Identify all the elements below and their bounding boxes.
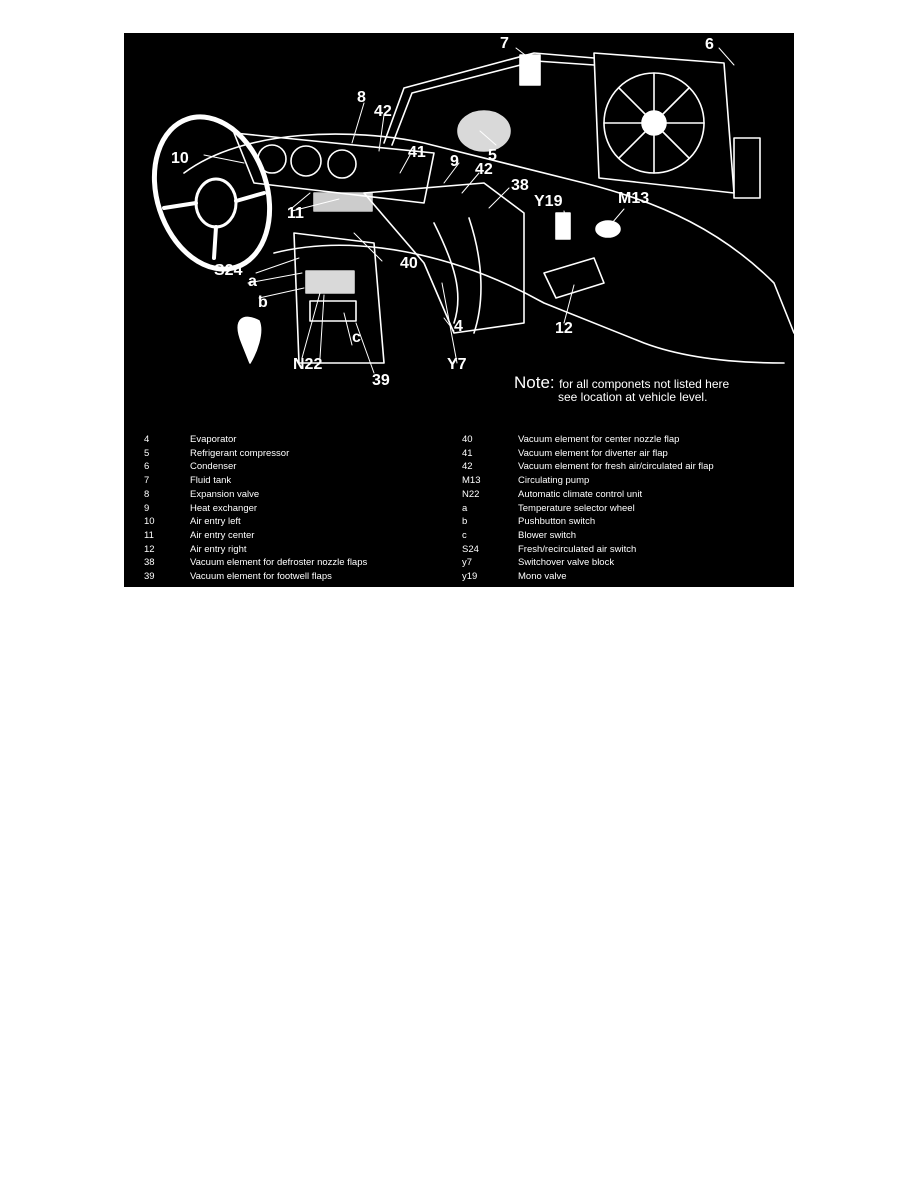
legend-description: Vacuum element for diverter air flap — [518, 447, 668, 459]
heater-box — [363, 182, 525, 334]
legend-description: Vacuum element for footwell flaps — [190, 571, 332, 582]
legend-code: 41 — [462, 447, 473, 459]
climate-control-panel — [305, 270, 355, 294]
legend-code: 39 — [144, 571, 155, 582]
callout-38: 38 — [511, 177, 529, 194]
mono-valve — [555, 212, 571, 240]
dashboard-illustration — [151, 47, 794, 374]
callout-8: 8 — [357, 89, 366, 106]
legend-description: Air entry center — [190, 529, 255, 541]
legend-description: Vacuum element for center nozzle flap — [518, 434, 680, 445]
callout-s24: S24 — [214, 262, 243, 279]
legend-description: Air entry right — [190, 543, 247, 555]
note-label: Note: — [514, 373, 555, 392]
legend-code: 10 — [144, 516, 155, 528]
legend-description: Mono valve — [518, 571, 567, 582]
legend-code: N22 — [462, 488, 480, 500]
note-line-1: for all componets not listed here — [559, 377, 730, 391]
gauge-center — [290, 145, 322, 177]
air-outlet-right — [543, 257, 605, 299]
callout-a: a — [248, 273, 257, 290]
legend-description: Heat exchanger — [190, 502, 258, 514]
legend-description: Refrigerant compressor — [190, 447, 290, 459]
legend-description: Vacuum element for defroster nozzle flap… — [190, 557, 368, 569]
legend-code: 40 — [462, 434, 473, 445]
legend-code: b — [462, 516, 468, 528]
callout-c: c — [352, 329, 361, 346]
gauge-right — [327, 149, 357, 179]
legend-description: Fluid tank — [190, 475, 232, 487]
legend-description: Automatic climate control unit — [518, 488, 643, 500]
legend-description: Vacuum element for fresh air/circulated … — [518, 461, 714, 473]
steering-wheel — [151, 114, 273, 272]
legend-description: Blower switch — [518, 529, 577, 541]
legend-description: Fresh/recirculated air switch — [518, 543, 637, 555]
legend-code: 6 — [144, 461, 150, 473]
callout-42-top: 42 — [374, 103, 392, 120]
legend-code: 8 — [144, 488, 150, 500]
callout-6: 6 — [705, 36, 714, 53]
callout-y7: Y7 — [447, 356, 467, 373]
steering-hub — [194, 177, 238, 229]
center-console — [293, 232, 385, 364]
legend-code: 7 — [144, 475, 150, 487]
dashboard-outline — [183, 133, 794, 334]
callout-n22: N22 — [293, 356, 323, 373]
callout-42-right: 42 — [475, 161, 493, 178]
legend-code: 4 — [144, 434, 150, 445]
fluid-tank — [519, 54, 541, 86]
legend-code: 11 — [144, 529, 154, 541]
legend-description: Temperature selector wheel — [518, 502, 635, 514]
callout-9: 9 — [450, 153, 459, 170]
callout-y19: Y19 — [534, 193, 563, 210]
legend-description: Evaporator — [190, 434, 237, 445]
legend-code: a — [462, 502, 468, 514]
radio-panel — [309, 300, 357, 322]
callout-7: 7 — [500, 35, 509, 52]
fan-blades — [603, 72, 705, 174]
note-line-2: see location at vehicle level. — [558, 390, 708, 404]
legend-description: Air entry left — [190, 516, 241, 528]
instrument-cluster — [233, 132, 435, 204]
callout-10: 10 — [171, 150, 189, 167]
legend-description: Circulating pump — [518, 475, 590, 487]
legend-code: 38 — [144, 557, 155, 569]
callout-40: 40 — [400, 255, 418, 272]
callout-11: 11 — [287, 205, 304, 222]
gear-lever — [237, 316, 262, 364]
refrigerant-lines — [383, 52, 595, 146]
compressor — [457, 110, 511, 152]
legend-description: Expansion valve — [190, 488, 260, 500]
note-box: Note: for all componets not listed here … — [514, 373, 730, 404]
legend-code: y7 — [462, 557, 473, 569]
callout-m13: M13 — [618, 190, 650, 207]
leader-lines — [203, 47, 735, 374]
callout-5: 5 — [488, 147, 497, 164]
coolant-reservoir — [733, 137, 761, 199]
legend-description: Condenser — [190, 461, 237, 473]
component-location-figure: 7 6 8 42 10 41 5 9 42 38 11 Y19 M13 S24 … — [124, 33, 794, 587]
legend-code: c — [462, 529, 467, 541]
circulating-pump — [595, 220, 621, 238]
legend-code: y19 — [462, 571, 478, 582]
legend-description: Pushbutton switch — [518, 516, 596, 528]
callout-b: b — [258, 294, 268, 311]
callout-39: 39 — [372, 372, 390, 389]
callout-12: 12 — [555, 320, 573, 337]
evaporator-ducts — [433, 217, 482, 334]
legend-code: 12 — [144, 543, 155, 555]
steering-spokes — [162, 191, 266, 260]
callout-41: 41 — [408, 144, 426, 161]
dashboard-lower-edge — [273, 244, 785, 364]
legend-code: S24 — [462, 543, 479, 555]
callout-4: 4 — [454, 318, 463, 335]
legend-code: 42 — [462, 461, 473, 473]
air-outlet-center — [313, 192, 373, 212]
legend-code: 5 — [144, 447, 150, 459]
legend-description: Switchover valve block — [518, 557, 615, 569]
legend-code: 9 — [144, 502, 150, 514]
legend-code: M13 — [462, 475, 481, 487]
